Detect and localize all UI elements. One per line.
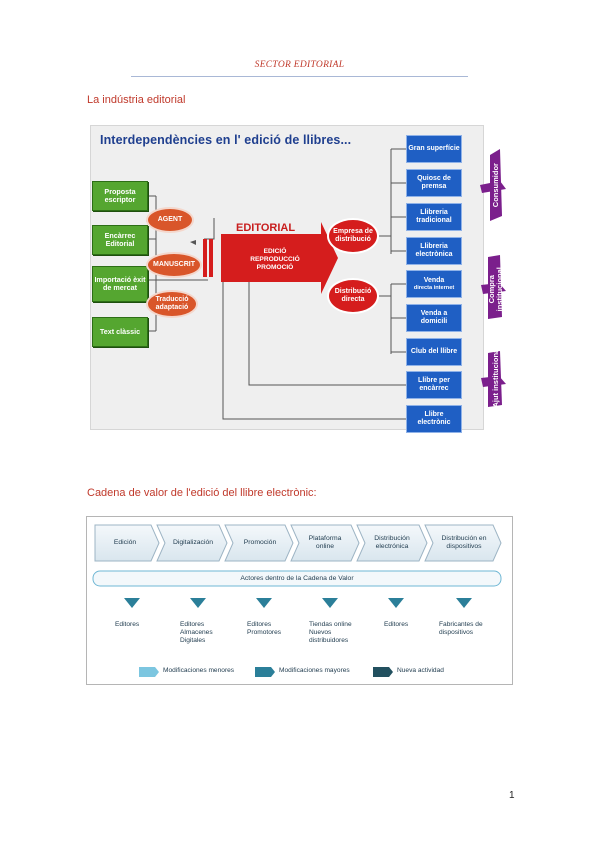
node-agent: AGENT [146,207,194,233]
channel-venda-sub: directa internet [413,284,455,291]
figure-value-chain: Edición Digitalización Promoción Platafo… [86,516,513,685]
header-rule [131,76,468,77]
source-importacio: Importació èxit de mercat [92,266,148,302]
channel-llibreria-tradicional: Llibreria tradicional [406,203,462,231]
channel-venda-label: Venda [423,276,445,284]
task-reproduccio: REPRODUCCIÓ [250,255,300,263]
channel-gran-superficie: Gran superfície [406,135,462,163]
actor-editores: Editores [115,621,140,628]
channel-quiosc: Quiosc de premsa [406,169,462,197]
legend-mayores: Modificaciones mayores [279,667,350,674]
stage-plataforma-online: Plataforma online [308,534,342,550]
task-promocio: PROMOCIÓ [256,263,294,271]
source-text-classic: Text clàssic [92,317,148,347]
figure-interdependencies: Interdependències en l' edició de llibre… [86,121,513,440]
editorial-tasks: EDICIÓ REPRODUCCIÓ PROMOCIÓ [244,248,306,272]
source-encarrec: Encàrrec Editorial [92,225,148,255]
node-traduccio: Traducció adaptació [146,290,198,318]
figure-title: Interdependències en l' edició de llibre… [100,133,352,147]
value-chain-graphics [92,524,502,677]
stage-digitalizacion: Digitalización [172,538,214,546]
stage-distribucion-electronica: Distribución electrónica [374,534,410,550]
editorial-label: EDITORIAL [236,222,296,234]
channel-venda-directa: Venda directa internet [406,270,462,298]
actors-title: Actores dentro de la Cadena de Valor [240,575,354,582]
channel-llibre-electronic: Llibre electrònic [406,405,462,433]
legend-nueva: Nueva actividad [397,667,444,674]
label-ajut-institucional: Ajut institucional [490,346,500,408]
channel-llibre-encarrec: Llibre per encàrrec [406,371,462,399]
stage-promocion: Promoción [243,538,277,546]
stage-distribucion-dispositivos: Distribución en dispositivos [441,534,487,550]
stage-edicion: Edición [113,538,137,546]
actor-fabricantes: Fabricantes de dispositivos [439,621,483,636]
actor-almacenes: Editores Almacenes Digitales [180,621,213,644]
actor-tiendas-online: Tiendas online Nuevos distribuidores [309,621,352,644]
channel-club-llibre: Club del llibre [406,338,462,366]
actor-editores-2: Editores [384,621,409,628]
task-edicio: EDICIÓ [263,248,287,255]
section-title-value-chain: Cadena de valor de l'edició del llibre e… [87,487,317,499]
actor-promotores: Editores Promotores [247,621,282,636]
label-compra-institucional: Compra institucional [486,267,504,312]
connector-lines [146,148,506,420]
channel-venda-domicili: Venda a domicili [406,304,462,332]
node-empresa-distribucio: Empresa de distribució [327,218,379,254]
source-proposta: Proposta escriptor [92,181,148,211]
node-distribucio-directa: Distribució directa [327,278,379,314]
legend-menores: Modificaciones menores [163,667,235,674]
channel-llibreria-electronica: Llibreria electrònica [406,237,462,265]
label-consumidor: Consumidor [490,163,500,208]
section-title-industry: La indústria editorial [87,94,186,106]
node-manuscrit: MANUSCRIT [146,252,202,278]
running-header: SECTOR EDITORIAL [254,60,345,70]
page-number: 1 [509,790,515,801]
